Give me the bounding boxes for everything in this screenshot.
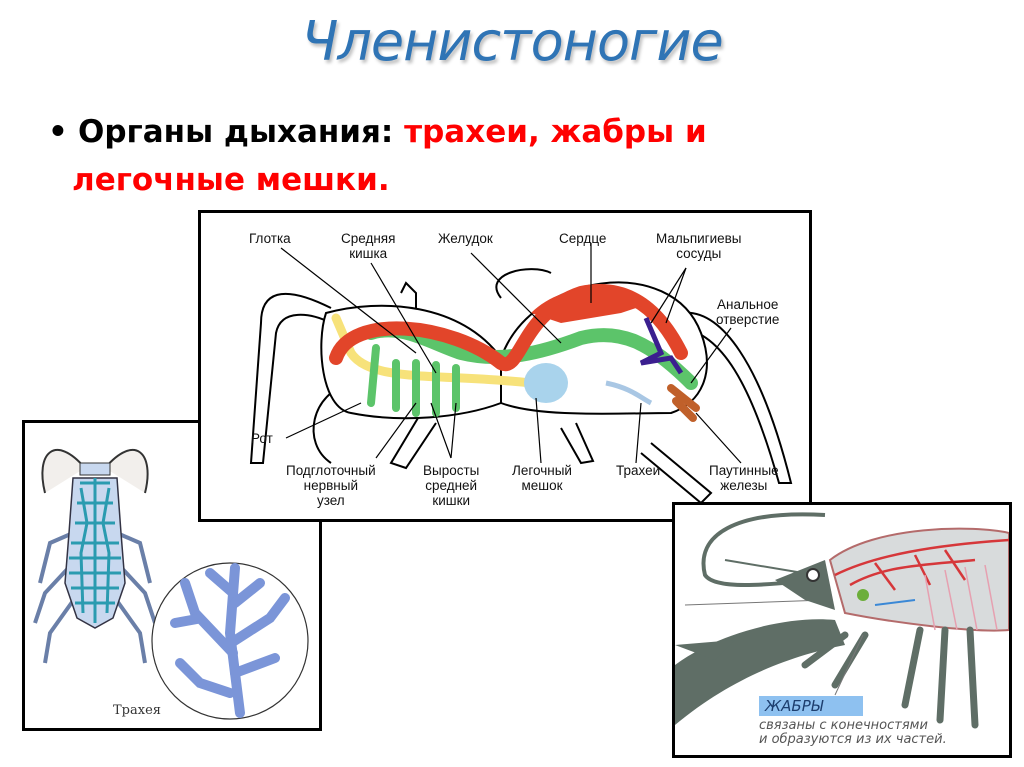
label-ganglion-line1: Подглоточный (286, 463, 376, 478)
label-malpighian-line2: сосуды (676, 246, 722, 261)
label-lung-line2: мешок (521, 478, 563, 493)
gills-description: связаны с конечностями и образуются из и… (759, 719, 947, 747)
label-mouth: Рот (251, 431, 273, 446)
spider-anatomy-panel: Глотка Средняя кишка Желудок Сердце Маль… (198, 210, 812, 522)
bullet-value-line2: легочные мешки. (72, 162, 390, 198)
gills-desc-line2: и образуются из их частей. (759, 732, 947, 747)
label-malpighian: Мальпигиевы сосуды (656, 231, 742, 261)
label-malpighian-line1: Мальпигиевы (656, 231, 742, 246)
label-anus: Анальное отверстие (716, 297, 779, 327)
label-pharynx: Глотка (249, 231, 291, 246)
label-lung-line1: Легочный (512, 463, 572, 478)
label-midgut-line2: кишка (349, 246, 388, 261)
label-anus-line1: Анальное (717, 297, 779, 312)
bullet-respiratory-organs: • Органы дыхания: трахеи, жабры и легочны… (48, 108, 788, 204)
gills-desc-line1: связаны с конечностями (759, 718, 928, 733)
label-ganglion-line3: узел (316, 493, 345, 508)
label-heart: Сердце (559, 231, 607, 246)
label-midgut: Средняя кишка (341, 231, 395, 261)
label-lung: Легочный мешок (512, 463, 572, 493)
crayfish-gills-panel: ЖАБРЫ связаны с конечностями и образуютс… (672, 502, 1012, 758)
label-stomach: Желудок (438, 231, 493, 246)
gills-tag: ЖАБРЫ (759, 696, 863, 716)
crayfish-illustration (675, 512, 1009, 729)
label-spinnerets-line2: железы (720, 478, 768, 493)
label-ganglion: Подглоточный нервный узел (286, 463, 376, 508)
label-outgrowths-line3: кишки (432, 493, 471, 508)
slide-title: Членистоногие (301, 10, 723, 73)
label-midgut-line1: Средняя (341, 231, 396, 246)
bullet-value-line1: трахеи, жабры и (404, 114, 707, 150)
bullet-label: Органы дыхания: (78, 114, 394, 150)
label-tracheae: Трахеи (616, 463, 661, 478)
trachea-caption: Трахея (113, 703, 161, 718)
spider-illustration (249, 243, 793, 505)
label-ganglion-line2: нервный (303, 478, 358, 493)
bullet-marker: • (48, 114, 68, 150)
label-anus-line2: отверстие (716, 312, 780, 327)
label-outgrowths: Выросты средней кишки (423, 463, 479, 508)
label-outgrowths-line1: Выросты (423, 463, 480, 478)
label-outgrowths-line2: средней (425, 478, 478, 493)
insect-illustration (33, 448, 309, 720)
label-spinnerets: Паутинные железы (709, 463, 779, 493)
label-spinnerets-line1: Паутинные (709, 463, 779, 478)
